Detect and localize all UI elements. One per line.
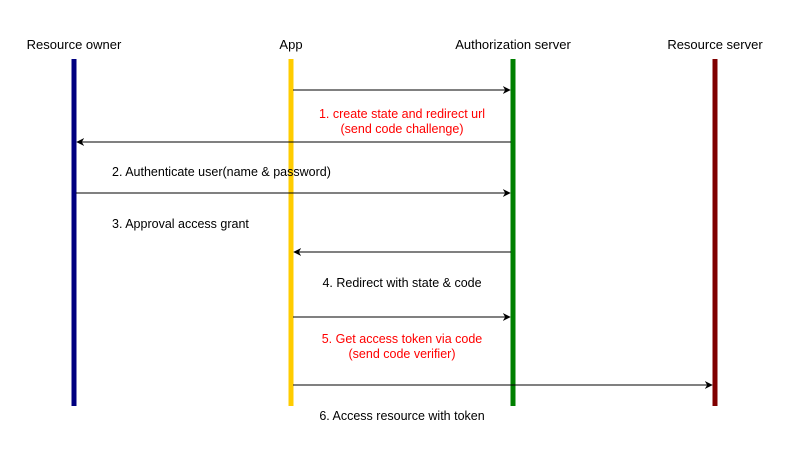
message-label-2: 2. Authenticate user(name & password) [112,165,331,179]
message-label-4: 4. Redirect with state & code [322,276,481,290]
message-label-1-line1: 1. create state and redirect url [319,107,485,121]
actor-label-app: App [279,37,302,52]
actor-label-authorization-server: Authorization server [455,37,571,52]
message-label-5-line1: 5. Get access token via code [322,332,483,346]
message-label-5-line2: (send code verifier) [349,347,456,361]
message-label-3: 3. Approval access grant [112,217,249,231]
message-label-1-line2: (send code challenge) [341,122,464,136]
actor-label-resource-owner: Resource owner [27,37,122,52]
message-label-6: 6. Access resource with token [319,409,484,423]
actor-label-resource-server: Resource server [667,37,763,52]
